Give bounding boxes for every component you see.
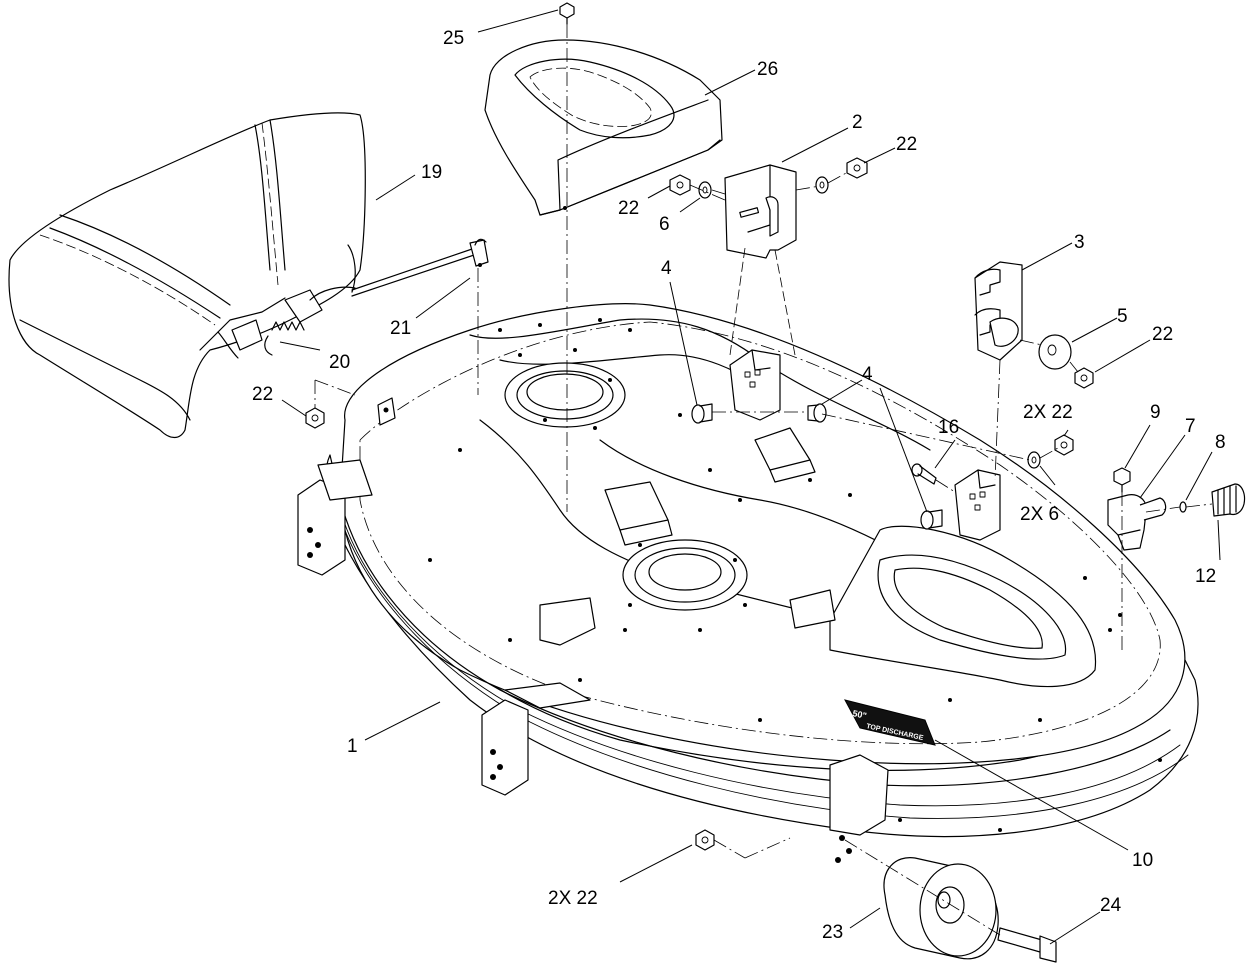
discharge-chute [8,112,366,439]
hinge-rod [351,238,489,297]
callout-labels: 25 26 2 22 22 6 19 3 5 22 4 4 21 20 22 2… [252,28,1226,943]
nut-22-bottom [695,829,715,851]
assembly-lines [314,24,1213,936]
callout-2: 2 [852,112,863,133]
nut-22-deck-left [305,407,325,429]
bracket-3 [974,261,1023,361]
callout-4-right: 4 [862,364,873,385]
washer-5 [1038,334,1072,370]
idler-bracket-right [954,469,1001,541]
callout-1: 1 [347,736,358,757]
washer-6-top-left [698,181,712,199]
callout-22-top-right: 22 [896,134,917,155]
callout-10: 10 [1132,850,1153,871]
callout-19: 19 [421,162,442,183]
callout-25: 25 [443,28,464,49]
deck-decal: 50" TOP DISCHARGE [844,699,936,746]
pin-4-a [691,403,713,424]
idler-bracket-left [729,349,781,421]
callout-21: 21 [390,318,411,339]
decal-size-text: 50" [852,708,868,721]
pin-4-b [807,403,827,423]
callout-4-left: 4 [661,258,672,279]
callout-5: 5 [1117,306,1128,327]
nut-22-right [1054,434,1074,456]
elbow-7 [1107,494,1167,551]
callout-8: 8 [1215,432,1226,453]
callout-24: 24 [1100,895,1122,916]
washer-6-top-right [815,176,829,194]
washer-6-right [1027,451,1041,469]
fitting-9 [1113,467,1131,493]
wheel-23 [883,857,999,960]
callout-3: 3 [1074,232,1085,253]
callout-2x6: 2X 6 [1020,504,1059,525]
callout-12: 12 [1195,566,1216,587]
callout-9: 9 [1150,402,1161,423]
nut-22-top-right [846,157,868,179]
callout-26: 26 [757,59,778,80]
nut-22-washer5 [1074,367,1094,389]
pin-4-c [920,509,943,530]
callout-20: 20 [329,352,350,373]
callout-2x22-right: 2X 22 [1023,402,1073,423]
pin-16 [911,463,937,485]
leader-lines [279,9,1221,945]
bolt-25 [559,2,575,25]
callout-22-deck: 22 [252,384,273,405]
belt-cover [484,39,723,216]
callout-2x22-bottom: 2X 22 [548,888,598,909]
callout-6: 6 [659,214,670,235]
nut-22-top-left [669,174,691,196]
callout-22-washer: 22 [1152,324,1173,345]
mower-deck [297,303,1199,863]
cap-12 [1211,483,1246,517]
callout-7: 7 [1185,416,1196,437]
callout-16: 16 [938,417,959,438]
callout-22-top-left: 22 [618,198,639,219]
bolt-24 [997,927,1057,963]
oring-8 [1179,501,1187,513]
callout-23: 23 [822,922,843,943]
bracket-2 [724,164,797,259]
